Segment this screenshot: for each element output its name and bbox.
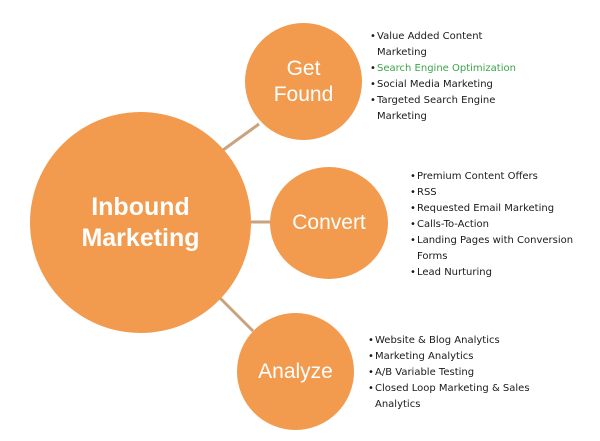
list-item-text: Requested Email Marketing [417,203,555,214]
bullet-icon: • [368,367,374,378]
bullet-icon: • [370,31,376,42]
convert-list: •Premium Content Offers•RSS•Requested Em… [410,169,595,281]
list-item-text: Calls-To-Action [417,219,489,230]
list-item: •Targeted Search Engine Marketing [370,93,555,125]
list-item-text: Lead Nurturing [417,267,492,278]
bullet-icon: • [410,171,416,182]
inbound-marketing-label: Inbound Marketing [81,192,200,252]
list-item: •Landing Pages with Conversion Forms [410,233,595,265]
analyze-node: Analyze [237,313,354,430]
analyze-list: •Website & Blog Analytics•Marketing Anal… [368,333,563,413]
list-item-text: Search Engine Optimization [377,63,516,74]
list-item-text: Social Media Marketing [377,79,493,90]
get-found-list: •Value Added Content Marketing•Search En… [370,29,555,125]
bullet-icon: • [368,383,374,394]
list-item-text: Website & Blog Analytics [375,335,500,346]
bullet-icon: • [368,335,374,346]
analyze-label: Analyze [258,359,333,383]
list-item-text: RSS [417,187,437,198]
bullet-icon: • [410,187,416,198]
get-found-label: Get Found [273,56,334,106]
list-item: •RSS [410,185,595,201]
list-item: •Lead Nurturing [410,265,595,281]
list-item: •Requested Email Marketing [410,201,595,217]
list-item-text: Marketing Analytics [375,351,474,362]
list-item: •Social Media Marketing [370,77,555,93]
list-item-text: Premium Content Offers [417,171,538,182]
bullet-icon: • [410,203,416,214]
bullet-icon: • [410,267,416,278]
list-item: •Calls-To-Action [410,217,595,233]
list-item-text: Closed Loop Marketing & Sales Analytics [375,383,530,410]
list-item-text: A/B Variable Testing [375,367,475,378]
bullet-icon: • [368,351,374,362]
list-item-text: Value Added Content Marketing [377,31,483,58]
list-item: •A/B Variable Testing [368,365,563,381]
list-item: •Closed Loop Marketing & Sales Analytics [368,381,563,413]
bullet-icon: • [410,235,416,246]
convert-node: Convert [270,167,388,279]
convert-label: Convert [292,211,366,234]
list-item: •Website & Blog Analytics [368,333,563,349]
list-item-text: Landing Pages with Conversion Forms [417,235,574,262]
bullet-icon: • [370,63,376,74]
list-item: •Premium Content Offers [410,169,595,185]
bullet-icon: • [370,95,376,106]
bullet-icon: • [370,79,376,90]
list-item: •Value Added Content Marketing [370,29,555,61]
inbound-marketing-node: Inbound Marketing [30,112,251,333]
list-item: •Search Engine Optimization [370,61,555,77]
list-item: •Marketing Analytics [368,349,563,365]
get-found-node: Get Found [245,23,362,140]
list-item-text: Targeted Search Engine Marketing [377,95,496,122]
bullet-icon: • [410,219,416,230]
